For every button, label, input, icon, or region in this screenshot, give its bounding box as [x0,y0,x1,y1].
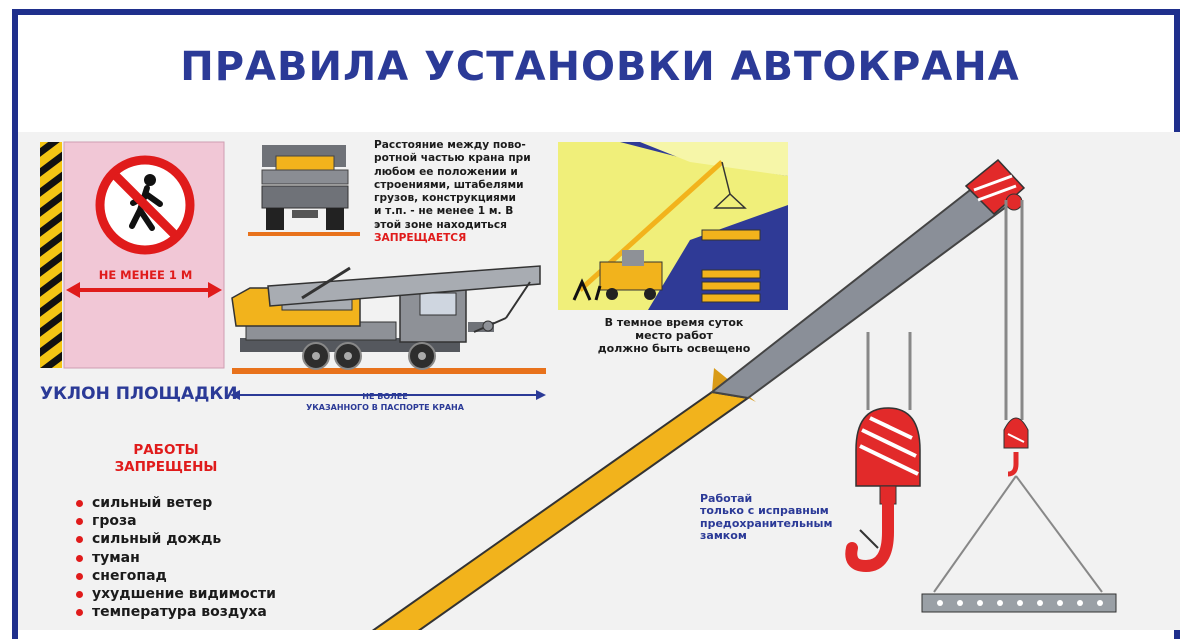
slope-note-line: УКАЗАННОГО В ПАСПОРТЕ КРАНА [306,403,464,412]
hazard-wall [40,142,62,368]
slope-note-line: НЕ БОЛЕЕ [362,392,408,401]
distance-label: НЕ МЕНЕЕ 1 М [98,268,193,282]
night-note: В темное время суток место работ должно … [566,316,782,355]
list-item: гроза [76,512,276,530]
night-note-line: должно быть освещено [597,342,751,355]
list-item: сильный ветер [76,494,276,512]
hook-note-line: предохранительным [700,516,833,530]
list-item: температура воздуха [76,603,276,621]
distance-rule-line: ротной частью крана при [374,152,531,165]
list-item: ухудшение видимости [76,585,276,603]
hook-icon [845,332,921,573]
forbidden-conditions-list: сильный ветер гроза сильный дождь туман … [76,494,276,621]
crane-boom [371,158,1026,630]
forbidden-heading-line: ЗАПРЕЩЕНЫ [114,459,218,475]
hook-note-line: Работай [700,492,753,505]
truck-crane-icon [231,265,546,374]
distance-rule-line: строениями, штабелями [374,178,524,191]
night-note-line: В темное время суток [604,316,744,329]
hook-note-line: замком [700,529,747,543]
slope-label: УКЛОН ПЛОЩАДКИ [40,384,238,404]
list-item: сильный дождь [76,530,276,548]
distance-rule-line: Расстояние между пово- [374,139,526,151]
forbidden-heading: РАБОТЫ ЗАПРЕЩЕНЫ [96,442,236,476]
distance-rule-warning: ЗАПРЕЩАЕТСЯ [374,232,467,245]
hook-note-line: только с исправным [700,504,829,518]
slope-arrow [230,390,546,400]
distance-rule-line: любом ее положении и [374,165,518,178]
no-pedestrian-sign-icon [95,155,195,255]
distance-rule-text: Расстояние между пово- ротной частью кра… [374,139,550,245]
hook-note: Работай только с исправным предохранител… [700,492,860,543]
hook-with-load-icon [921,200,1117,613]
list-item: снегопад [76,567,276,585]
night-note-line: место работ [635,329,713,342]
slope-note: НЕ БОЛЕЕ УКАЗАННОГО В ПАСПОРТЕ КРАНА [280,391,490,413]
distance-rule-line: и т.п. - не менее 1 м. В [374,205,514,218]
distance-arrow [66,282,222,298]
distance-rule-line: этой зоне находиться [374,218,507,231]
crane-rear-view-icon [248,145,360,236]
distance-rule-line: грузов, конструкциями [374,192,516,205]
forbidden-heading-line: РАБОТЫ [133,442,199,458]
page-title: ПРАВИЛА УСТАНОВКИ АВТОКРАНА [180,44,1020,90]
night-lighting-illustration [558,142,788,310]
list-item: туман [76,549,276,567]
